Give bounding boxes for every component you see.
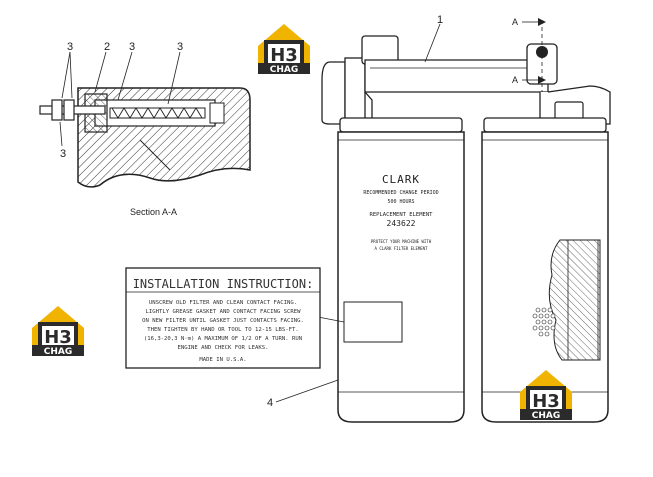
left-filter-top-rim bbox=[339, 117, 463, 133]
instruction-line-1: UNSCREW OLD FILTER AND CLEAN CONTACT FAC… bbox=[149, 300, 297, 306]
section-a-a-detail: 3 2 3 3 3 Section A-A bbox=[39, 41, 251, 217]
jam-nut bbox=[51, 99, 63, 121]
instruction-border bbox=[125, 267, 321, 369]
logo-text: H3 bbox=[532, 391, 560, 412]
perforation-pattern bbox=[532, 307, 556, 337]
instruction-line-3: ON NEW FILTER UNTIL GASKET JUST CONTACTS… bbox=[142, 318, 304, 324]
leader-1 bbox=[424, 23, 441, 63]
callout-1: 1 bbox=[437, 14, 443, 26]
valve-seat bbox=[209, 102, 225, 124]
label-box bbox=[343, 301, 403, 343]
leader-3d bbox=[167, 51, 181, 105]
logo-band bbox=[520, 409, 572, 420]
section-mark-top: A bbox=[512, 17, 518, 27]
callout-4: 4 bbox=[267, 397, 273, 409]
logo-text: H3 bbox=[270, 45, 298, 66]
filter-label-line3: REPLACEMENT ELEMENT bbox=[370, 212, 434, 218]
instruction-line-2: LIGHTLY GREASE GASKET AND CONTACT FACING… bbox=[146, 309, 302, 315]
section-arrowhead-bottom bbox=[538, 76, 546, 84]
logo-text: H3 bbox=[44, 327, 72, 348]
head-manifold bbox=[364, 59, 549, 93]
logo-panel bbox=[42, 326, 74, 346]
callout-3a: 3 bbox=[67, 41, 73, 53]
watermark-logo-right: H3 CHAG bbox=[520, 370, 572, 421]
logo-band bbox=[32, 345, 84, 356]
spring-coil bbox=[111, 107, 203, 119]
head-left-boss bbox=[344, 57, 366, 127]
logo-subtext: CHAG bbox=[270, 65, 299, 75]
leader-3a bbox=[61, 51, 71, 99]
callout-3b: 3 bbox=[129, 41, 135, 53]
filter-label-line4: PROTECT YOUR MACHINE WITH bbox=[371, 239, 432, 244]
instruction-line-6: ENGINE AND CHECK FOR LEAKS. bbox=[178, 345, 269, 351]
filter-label-line5: A CLARK FILTER ELEMENT bbox=[375, 246, 429, 251]
hatch-detail bbox=[139, 139, 171, 171]
leader-3b bbox=[69, 51, 73, 99]
logo-panel bbox=[268, 44, 300, 64]
instruction-line-5: (16,3-20,3 N·m) A MAXIMUM OF 1/2 OF A TU… bbox=[144, 336, 302, 342]
logo-panel bbox=[530, 390, 562, 410]
section-arrowhead-top bbox=[538, 18, 546, 26]
installation-instruction-panel: INSTALLATION INSTRUCTION: UNSCREW OLD FI… bbox=[125, 267, 321, 369]
head-right-port bbox=[554, 101, 584, 121]
callout-2: 2 bbox=[104, 41, 110, 53]
logo-subtext: CHAG bbox=[532, 411, 561, 421]
logo-band bbox=[258, 63, 310, 74]
cutaway-core bbox=[567, 239, 599, 361]
filter-label-line1: RECOMMENDED CHANGE PERIOD bbox=[363, 190, 438, 196]
leader-3c bbox=[117, 51, 133, 101]
filter-brand: CLARK bbox=[382, 173, 420, 186]
leader-2 bbox=[94, 51, 107, 93]
callout-3c: 3 bbox=[177, 41, 183, 53]
watermark-logo-top: H3 CHAG bbox=[258, 24, 310, 75]
head-left-port bbox=[321, 61, 346, 125]
logo-subtext: CHAG bbox=[44, 347, 73, 357]
filter-assembly: CLARK RECOMMENDED CHANGE PERIOD 500 HOUR… bbox=[267, 14, 611, 423]
filter-label-line2: 500 HOURS bbox=[387, 199, 414, 205]
section-caption: Section A-A bbox=[130, 207, 177, 217]
instruction-title: INSTALLATION INSTRUCTION: bbox=[133, 277, 314, 291]
instruction-line-4: THEN TIGHTEN BY HAND OR TOOL TO 12-15 LB… bbox=[147, 327, 299, 333]
section-mark-bottom: A bbox=[512, 75, 518, 85]
washer bbox=[63, 99, 75, 121]
right-filter-top-rim bbox=[483, 117, 607, 133]
leader-3e bbox=[59, 121, 63, 147]
callout-3d: 3 bbox=[60, 148, 66, 160]
filter-part-number: 243622 bbox=[387, 219, 416, 228]
watermark-logo-left: H3 CHAG bbox=[32, 306, 84, 357]
leader-4 bbox=[275, 379, 339, 403]
instruction-leader bbox=[317, 316, 345, 323]
left-filter-canister bbox=[337, 131, 465, 423]
instruction-footer: MADE IN U.S.A. bbox=[199, 357, 246, 363]
cutaway-element bbox=[548, 239, 601, 361]
